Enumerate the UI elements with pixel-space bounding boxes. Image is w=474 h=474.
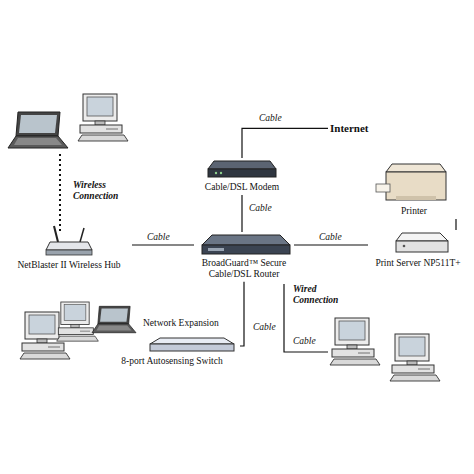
cable-label: Cable	[318, 232, 343, 243]
device-label: 8-port Autosensing Switch	[104, 356, 240, 367]
modem-icon	[208, 161, 276, 177]
connection-note: Wireless Connection	[72, 180, 136, 202]
computer-icon	[330, 318, 380, 365]
cable-connector	[455, 219, 456, 230]
device-label: Cable/DSL Modem	[196, 182, 288, 193]
cable-label: Cable	[292, 336, 317, 347]
printer-icon	[376, 164, 446, 200]
cable-connector	[294, 244, 368, 245]
switch-icon	[150, 338, 234, 351]
device-label: Internet	[330, 122, 394, 135]
cable-label: Cable	[146, 232, 171, 243]
device: Printer	[366, 160, 462, 219]
connection-note: Wired Connection	[292, 284, 356, 306]
device-label: BroadGuard™ Secure Cable/DSL Router	[194, 258, 294, 280]
device-label: Print Server NP511T+	[368, 258, 468, 269]
device: Cable/DSL Modem	[196, 158, 288, 195]
device: 8-port Autosensing Switch	[104, 336, 240, 369]
computer-icon	[57, 302, 99, 341]
device-label: NetBlaster II Wireless Hub	[6, 260, 132, 271]
device: Print Server NP511T+	[368, 230, 468, 271]
computer-icon	[390, 334, 440, 381]
wireless-link	[59, 154, 61, 232]
laptop-icon	[92, 306, 136, 332]
computer-icon	[78, 94, 128, 141]
laptop-icon	[8, 112, 68, 148]
network-endpoint: Internet	[330, 120, 394, 137]
cable-label: Cable	[258, 113, 283, 124]
print-server-icon	[396, 233, 448, 252]
cable-connector	[242, 128, 328, 158]
cable-label: Cable	[252, 322, 277, 333]
cable-connector	[241, 195, 242, 232]
router-icon	[202, 235, 290, 254]
device: NetBlaster II Wireless Hub	[6, 222, 132, 273]
group-label: Network Expansion	[142, 318, 234, 329]
wireless-hub-icon	[46, 226, 92, 255]
device-label: Printer	[366, 206, 462, 217]
cable-connector	[132, 244, 194, 245]
device: BroadGuard™ Secure Cable/DSL Router	[194, 232, 294, 282]
cable-connector	[240, 282, 244, 346]
cable-label: Cable	[248, 203, 273, 214]
